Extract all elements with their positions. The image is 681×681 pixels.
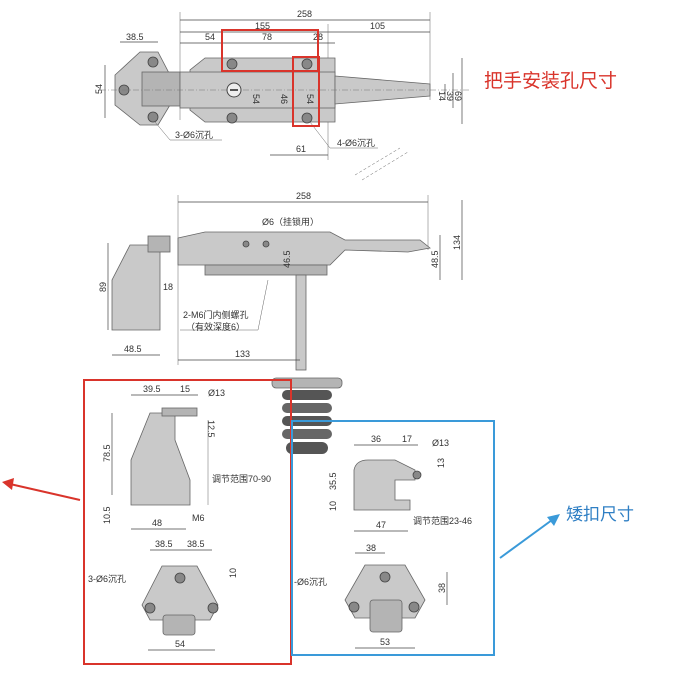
handle-base-side — [204, 264, 328, 276]
short-catch-size-label: 矮扣尺寸 — [566, 505, 634, 525]
tall-catch-hook — [161, 407, 198, 417]
note-padlock: Ø6（挂锁用） — [262, 216, 319, 227]
top-view: 258 155 105 54 78 28 38.5 54 54 46 54 14… — [94, 9, 470, 181]
dim-18: 18 — [163, 282, 173, 292]
dim-38-5: 38.5 — [126, 32, 144, 42]
dim-12-5: 12.5 — [206, 420, 216, 438]
dim-258-side: 258 — [296, 191, 311, 201]
dim-38: 38 — [366, 543, 376, 553]
blue-arrow — [499, 519, 553, 559]
dim-10-5: 10.5 — [102, 506, 112, 524]
dim-36: 36 — [371, 434, 381, 444]
dim-38-vertical: 38 — [437, 583, 447, 593]
dim-48: 48 — [152, 518, 162, 528]
bellows — [282, 390, 332, 454]
dim-48-5-right: 48.5 — [430, 250, 440, 268]
note-handle-holes: 4-Ø6沉孔 — [337, 138, 375, 148]
arrows — [2, 478, 560, 559]
dim-89: 89 — [98, 282, 108, 292]
red-arrow-head — [2, 478, 14, 490]
dim-53: 53 — [380, 637, 390, 647]
short-catch-knuckle — [369, 599, 403, 633]
dim-14: 14 — [437, 91, 447, 101]
dim-35-5: 35.5 — [328, 472, 338, 490]
handle-hole-size-label: 把手安装孔尺寸 — [484, 70, 618, 92]
catch-hook — [147, 235, 171, 253]
dim-47: 47 — [376, 520, 386, 530]
dim-54-left: 54 — [94, 84, 104, 94]
tall-catch-plate — [141, 565, 219, 621]
short-catch-panel: 36 17 Ø13 13 35.5 10 调节范围23-46 47 38 38 … — [291, 420, 495, 656]
lock-rod — [295, 274, 307, 371]
dim-38-5-a: 38.5 — [155, 539, 173, 549]
dim-13: 13 — [436, 458, 446, 468]
dim-dia13-short: Ø13 — [432, 438, 449, 448]
dim-133: 133 — [235, 349, 250, 359]
red-highlight-box — [221, 29, 319, 72]
dim-134: 134 — [452, 235, 462, 250]
dim-78-5: 78.5 — [102, 444, 112, 462]
blue-arrow-head — [547, 514, 560, 526]
adjust-range-23-46: 调节范围23-46 — [413, 515, 472, 526]
side-view: 258 Ø6（挂锁用） 89 18 48.5 133 46.5 48.5 134… — [98, 191, 463, 454]
hinge-knuckle — [141, 71, 181, 107]
dim-m6: M6 — [192, 513, 205, 523]
note-thread: 2-M6门内侧螺孔 — [183, 309, 249, 320]
note-tall-holes: 3-Ø6沉孔 — [88, 574, 126, 584]
dim-46: 46 — [279, 94, 289, 104]
dim-61: 61 — [296, 144, 306, 154]
blue-panel-border — [291, 420, 495, 656]
dim-10-short: 10 — [328, 501, 338, 511]
note-hinge-holes: 3-Ø6沉孔 — [175, 130, 213, 140]
dim-54-catch: 54 — [175, 639, 185, 649]
dim-258: 258 — [297, 9, 312, 19]
tall-catch-knuckle — [162, 614, 196, 636]
red-highlight-box — [292, 56, 320, 127]
dim-17: 17 — [402, 434, 412, 444]
dim-15: 15 — [180, 384, 190, 394]
dim-39-5: 39.5 — [143, 384, 161, 394]
catch-side — [111, 244, 161, 331]
dim-69: 69 — [453, 91, 463, 101]
tall-catch-side — [130, 412, 191, 506]
dim-54-b: 54 — [305, 94, 315, 104]
dim-46-5: 46.5 — [282, 250, 292, 268]
short-catch-side — [353, 459, 416, 511]
handle-lever — [334, 75, 431, 105]
adjust-range-70-90: 调节范围70-90 — [212, 473, 271, 484]
dim-dia13: Ø13 — [208, 388, 225, 398]
dim-54-a: 54 — [251, 94, 261, 104]
handle-side — [177, 231, 431, 266]
dim-48-5: 48.5 — [124, 344, 142, 354]
dim-155: 155 — [255, 21, 270, 31]
dim-54: 54 — [205, 32, 215, 42]
short-catch-plate — [344, 564, 426, 619]
note-thread-depth: （有效深度6） — [186, 321, 245, 332]
tall-catch-panel: 39.5 15 Ø13 12.5 78.5 10.5 调节范围70-90 M6 … — [83, 379, 292, 665]
red-arrow — [9, 483, 81, 501]
dim-39: 39 — [445, 91, 455, 101]
dim-105: 105 — [370, 21, 385, 31]
note-short-holes: -Ø6沉孔 — [294, 577, 327, 587]
dim-78: 78 — [262, 32, 272, 42]
dim-38-5-b: 38.5 — [187, 539, 205, 549]
dim-10: 10 — [228, 568, 238, 578]
